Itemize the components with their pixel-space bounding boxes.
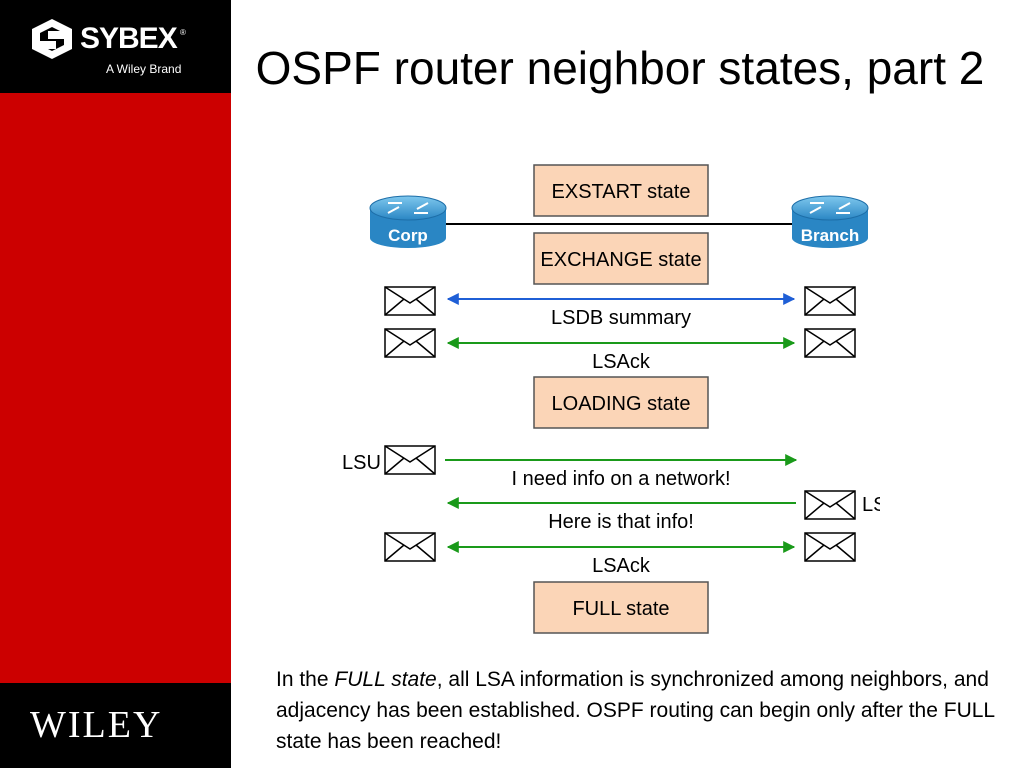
- sidebar-red-band: [0, 0, 231, 768]
- label-here-info: Here is that info!: [548, 511, 694, 533]
- sybex-logo-text: SYBEX: [80, 22, 178, 55]
- state-box-loading: LOADING state: [533, 376, 709, 429]
- envelope-icon: [384, 328, 436, 358]
- label-lsack-2: LSAck: [592, 555, 651, 577]
- envelope-icon: [804, 490, 856, 520]
- svg-text:EXSTART state: EXSTART state: [552, 181, 691, 203]
- registered-mark: ®: [180, 28, 186, 37]
- envelope-icon: [804, 532, 856, 562]
- state-box-exchange: EXCHANGE state: [533, 232, 709, 285]
- label-lsu-right: LSU: [862, 494, 880, 516]
- label-lsack-1: LSAck: [592, 351, 651, 373]
- caption-part-2: , all LSA information is synchronized am…: [276, 668, 995, 753]
- router-icon-corp: Corp: [369, 195, 447, 248]
- svg-text:EXCHANGE state: EXCHANGE state: [540, 249, 701, 271]
- envelope-icon: [384, 532, 436, 562]
- router-icon-branch: Branch: [791, 195, 869, 248]
- svg-text:FULL state: FULL state: [572, 598, 669, 620]
- slide-title: OSPF router neighbor states, part 2: [255, 42, 985, 94]
- caption-emphasis: FULL state: [334, 668, 437, 691]
- envelope-icon: [384, 445, 436, 475]
- label-need-info: I need info on a network!: [511, 468, 730, 490]
- state-box-exstart: EXSTART state: [533, 164, 709, 217]
- caption-text: In the FULL state, all LSA information i…: [276, 664, 996, 757]
- router-label-branch: Branch: [801, 226, 860, 245]
- caption-part-1: In the: [276, 668, 335, 691]
- state-box-full: FULL state: [533, 581, 709, 634]
- sybex-logo-icon: [32, 19, 72, 59]
- wiley-logo-text: WILEY: [30, 704, 163, 746]
- sybex-tagline: A Wiley Brand: [106, 62, 182, 76]
- wiley-logo-block: [0, 683, 231, 768]
- router-label-corp: Corp: [388, 226, 428, 245]
- ospf-neighbor-diagram: Corp Branch EXSTART state EXCHANGE state…: [342, 164, 880, 634]
- sybex-logo-block: SYBEX ® A Wiley Brand: [0, 0, 231, 93]
- svg-text:LOADING state: LOADING state: [552, 393, 691, 415]
- envelope-icon: [804, 286, 856, 316]
- label-lsu-left: LSU: [342, 452, 381, 474]
- envelope-icon: [384, 286, 436, 316]
- label-lsdb-summary: LSDB summary: [551, 307, 691, 329]
- envelope-icon: [804, 328, 856, 358]
